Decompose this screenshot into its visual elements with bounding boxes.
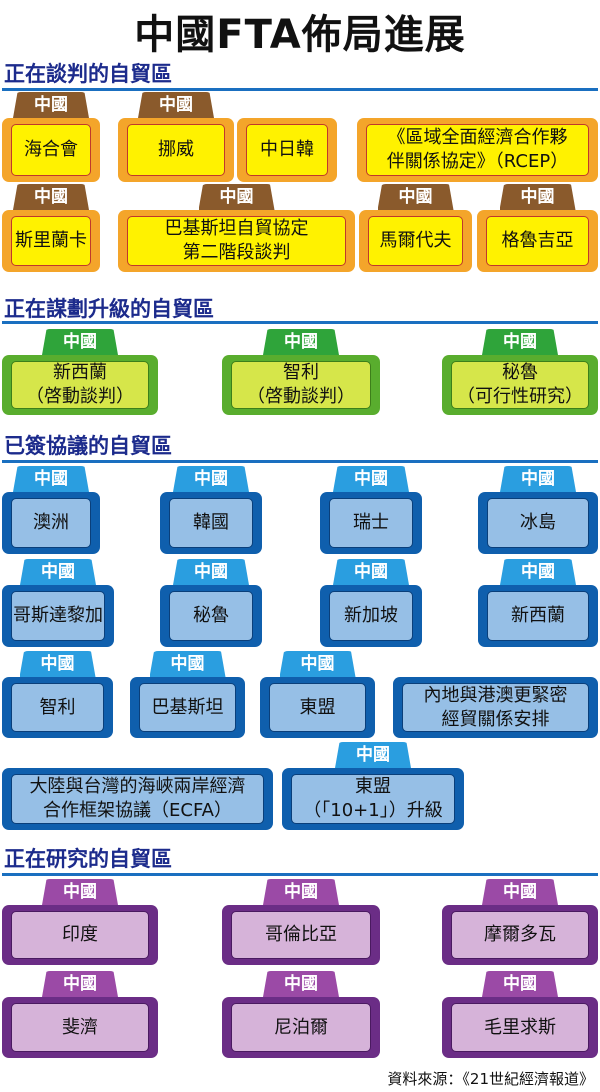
fta-card: 大陸與台灣的海峽兩岸經濟 合作框架協議（ECFA） — [2, 768, 273, 830]
fta-card-label: 巴基斯坦自貿協定 第二階段談判 — [127, 216, 346, 266]
china-tab: 中國 — [333, 559, 409, 585]
china-tab: 中國 — [500, 466, 576, 492]
section-title: 已簽協議的自貿區 — [4, 434, 172, 458]
fta-card-label: 韓國 — [169, 498, 253, 548]
fta-card: 巴基斯坦 — [130, 677, 245, 738]
section-title: 正在談判的自貿區 — [4, 62, 172, 86]
fta-card-label: 冰島 — [487, 498, 589, 548]
fta-card: 東盟 （「10+1」）升級 — [282, 768, 464, 830]
section-divider — [2, 88, 598, 91]
fta-card-label: 毛里求斯 — [451, 1003, 589, 1052]
section-title: 正在謀劃升級的自貿區 — [4, 297, 214, 321]
fta-card: 智利 （啓動談判） — [222, 355, 380, 415]
china-tab: 中國 — [13, 466, 89, 492]
fta-card-label: 格魯吉亞 — [486, 216, 589, 266]
fta-card: 巴基斯坦自貿協定 第二階段談判 — [118, 210, 355, 272]
fta-card: 哥倫比亞 — [222, 905, 380, 965]
fta-card: 韓國 — [160, 492, 262, 554]
china-tab: 中國 — [42, 329, 118, 355]
fta-card-label: 海合會 — [11, 124, 91, 176]
fta-card-label: 尼泊爾 — [231, 1003, 371, 1052]
fta-card-label: 內地與港澳更緊密 經貿關係安排 — [402, 683, 589, 732]
china-tab: 中國 — [173, 559, 249, 585]
china-tab: 中國 — [13, 184, 89, 210]
fta-card: 瑞士 — [320, 492, 422, 554]
china-tab: 中國 — [42, 971, 118, 997]
fta-card-label: 秘魯 — [169, 591, 253, 641]
china-tab: 中國 — [333, 466, 409, 492]
fta-card: 毛里求斯 — [442, 997, 598, 1058]
fta-card: 內地與港澳更緊密 經貿關係安排 — [393, 677, 598, 738]
fta-card: 新西蘭 （啓動談判） — [2, 355, 158, 415]
china-tab: 中國 — [13, 92, 89, 118]
fta-card: 新西蘭 — [478, 585, 598, 647]
china-tab: 中國 — [263, 879, 339, 905]
fta-card-label: 摩爾多瓦 — [451, 911, 589, 959]
fta-card: 秘魯 — [160, 585, 262, 647]
fta-card: 斐濟 — [2, 997, 158, 1058]
fta-card: 馬爾代夫 — [359, 210, 472, 272]
fta-card-label: 智利 （啓動談判） — [231, 361, 371, 409]
china-tab: 中國 — [173, 466, 249, 492]
fta-card-label: 東盟 （「10+1」）升級 — [291, 774, 455, 824]
fta-card: 尼泊爾 — [222, 997, 380, 1058]
china-tab: 中國 — [482, 971, 558, 997]
fta-card-label: 哥斯達黎加 — [11, 591, 105, 641]
fta-card: 《區域全面經濟合作夥 伴關係協定》（RCEP） — [357, 118, 598, 182]
fta-card: 挪威 — [118, 118, 234, 182]
fta-card-label: 新加坡 — [329, 591, 413, 641]
fta-card-label: 東盟 — [269, 683, 366, 732]
china-tab: 中國 — [500, 559, 576, 585]
fta-card-label: 印度 — [11, 911, 149, 959]
fta-card: 東盟 — [260, 677, 375, 738]
fta-card-label: 馬爾代夫 — [368, 216, 463, 266]
china-tab: 中國 — [263, 971, 339, 997]
fta-card-label: 大陸與台灣的海峽兩岸經濟 合作框架協議（ECFA） — [11, 774, 264, 824]
fta-card: 秘魯 （可行性研究） — [442, 355, 598, 415]
fta-card: 新加坡 — [320, 585, 422, 647]
china-tab: 中國 — [482, 329, 558, 355]
fta-card: 智利 — [2, 677, 113, 738]
fta-card: 中日韓 — [237, 118, 337, 182]
china-tab: 中國 — [20, 559, 96, 585]
fta-card-label: 中日韓 — [246, 124, 328, 176]
china-tab: 中國 — [263, 329, 339, 355]
section-title: 正在研究的自貿區 — [4, 847, 172, 871]
china-tab: 中國 — [279, 651, 356, 677]
fta-card: 摩爾多瓦 — [442, 905, 598, 965]
fta-card: 印度 — [2, 905, 158, 965]
china-tab: 中國 — [19, 651, 96, 677]
china-tab: 中國 — [499, 184, 576, 210]
source-note: 資料來源：《21世紀經濟報道》 — [387, 1070, 594, 1088]
fta-card-label: 新西蘭 （啓動談判） — [11, 361, 149, 409]
china-tab: 中國 — [198, 184, 275, 210]
china-tab: 中國 — [138, 92, 214, 118]
fta-card-label: 《區域全面經濟合作夥 伴關係協定》（RCEP） — [366, 124, 589, 176]
section-divider — [2, 873, 598, 876]
section-divider — [2, 460, 598, 463]
fta-card-label: 哥倫比亞 — [231, 911, 371, 959]
fta-card: 哥斯達黎加 — [2, 585, 114, 647]
china-tab: 中國 — [335, 742, 411, 768]
fta-card: 冰島 — [478, 492, 598, 554]
page-title: 中國FTA佈局進展 — [134, 12, 466, 58]
fta-card-label: 巴基斯坦 — [139, 683, 236, 732]
fta-card-label: 智利 — [11, 683, 104, 732]
fta-card-label: 秘魯 （可行性研究） — [451, 361, 589, 409]
fta-card: 澳洲 — [2, 492, 100, 554]
fta-card-label: 挪威 — [127, 124, 225, 176]
china-tab: 中國 — [42, 879, 118, 905]
fta-card: 斯里蘭卡 — [2, 210, 100, 272]
china-tab: 中國 — [377, 184, 454, 210]
china-tab: 中國 — [482, 879, 558, 905]
china-tab: 中國 — [149, 651, 226, 677]
fta-card: 海合會 — [2, 118, 100, 182]
fta-card-label: 斯里蘭卡 — [11, 216, 91, 266]
section-divider — [2, 321, 598, 324]
fta-card-label: 新西蘭 — [487, 591, 589, 641]
fta-card: 格魯吉亞 — [477, 210, 598, 272]
fta-card-label: 澳洲 — [11, 498, 91, 548]
fta-card-label: 瑞士 — [329, 498, 413, 548]
fta-card-label: 斐濟 — [11, 1003, 149, 1052]
